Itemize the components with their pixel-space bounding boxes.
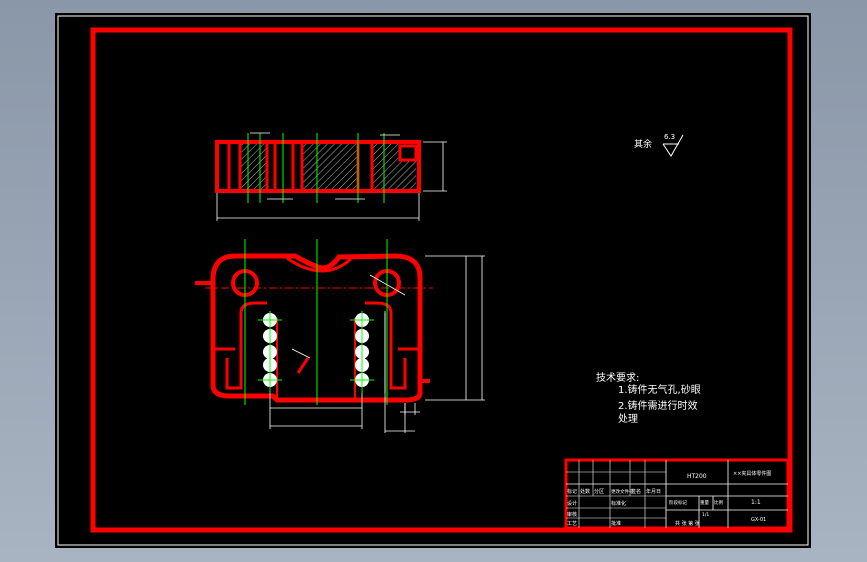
drawing-name: ××夹具体零件图 (733, 470, 771, 477)
technical-requirements: 技术要求: 1.铸件无气孔,砂眼 2.铸件需进行时效 处理 (596, 371, 701, 425)
row-label-count: 处数 (580, 488, 590, 495)
roughness-symbol (662, 134, 684, 157)
inner-border (90, 27, 793, 533)
title-block-frame (564, 458, 790, 530)
plan-view (195, 239, 485, 433)
process-label: 工艺 (567, 521, 577, 527)
scale-label: 比例 (714, 499, 723, 506)
cad-viewport[interactable]: 其余 6.3 技术要求: 1.铸件无气孔,砂眼 2.铸件需进行时效 处理 标记 … (55, 13, 811, 548)
scale-value: 1:1 (751, 499, 761, 506)
section-hatch-1 (240, 144, 267, 189)
sheets-label: 共 张 第 张 (675, 520, 700, 527)
row-label-mark: 标记 (567, 488, 577, 495)
row-label-change-doc: 更改文件号 (611, 488, 634, 495)
row-label-date: 年月日 (646, 488, 661, 495)
tech-req-item-3: 处理 (618, 413, 638, 425)
tech-req-title: 技术要求: (596, 371, 639, 384)
surface-finish-value: 6.3 (664, 133, 675, 141)
stage-label: 阶段标记 (669, 499, 687, 506)
title-block: 标记 处数 分区 更改文件号 签名 年月日 设计 标准化 审核 工艺 批准 HT… (564, 458, 790, 530)
tech-req-item-2: 2.铸件需进行时效 (618, 399, 698, 412)
row-label-zone: 分区 (594, 488, 604, 495)
approve-label: 批准 (611, 520, 621, 527)
sheet-value: 1/1 (702, 512, 709, 518)
drawing-code: GX-01 (751, 517, 766, 523)
outer-frame (57, 15, 809, 546)
material: HT200 (687, 473, 707, 480)
section-outline (215, 140, 421, 193)
row-label-signature: 签名 (631, 488, 641, 495)
surface-finish-note: 其余 6.3 (634, 133, 684, 157)
section-view (215, 132, 447, 221)
weight-label: 重量 (700, 499, 709, 506)
standard-label: 标准化 (611, 500, 626, 507)
section-hatch-2 (302, 144, 358, 189)
review-label: 审核 (567, 511, 577, 518)
part-drawing: 其余 6.3 技术要求: 1.铸件无气孔,砂眼 2.铸件需进行时效 处理 标记 … (57, 15, 809, 546)
surface-finish-label: 其余 (634, 138, 652, 150)
design-label: 设计 (567, 500, 577, 507)
tech-req-item-1: 1.铸件无气孔,砂眼 (618, 383, 701, 396)
